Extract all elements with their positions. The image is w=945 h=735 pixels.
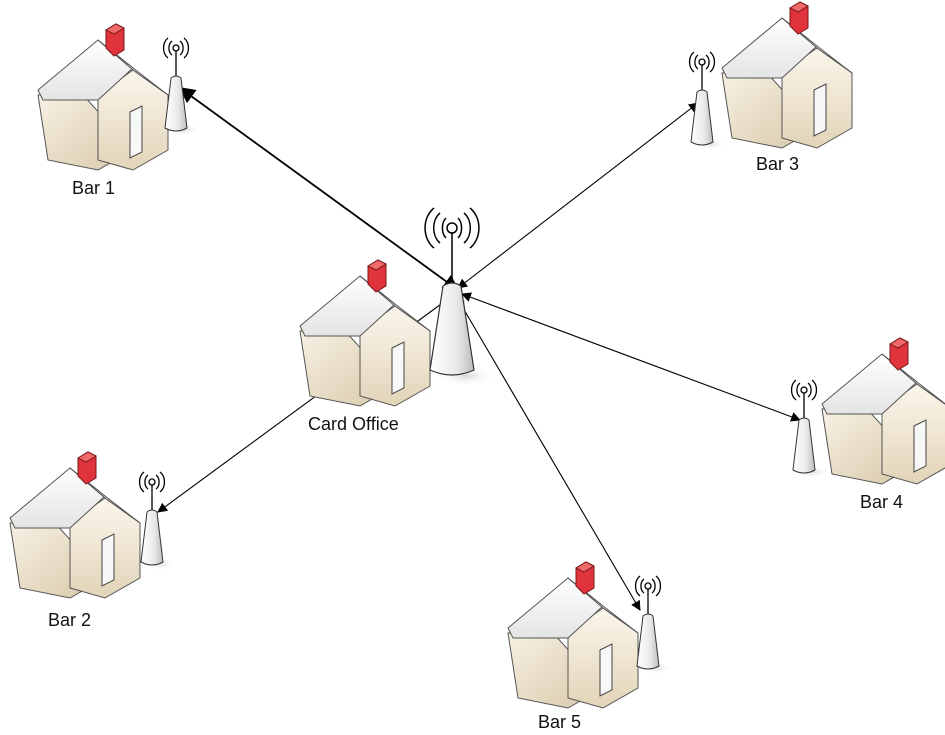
label-bar1: Bar 1: [72, 178, 116, 198]
label-bar3: Bar 3: [756, 154, 800, 174]
house-icon: [721, 1, 863, 149]
house-icon: [507, 561, 649, 709]
house-icon: [821, 337, 945, 485]
link-hub-bar5: [455, 295, 641, 611]
node-bar5: [507, 561, 673, 709]
label-bar5: Bar 5: [538, 712, 582, 732]
house-icon: [299, 259, 441, 407]
label-bar2: Bar 2: [48, 610, 92, 630]
link-hub-bar3: [457, 102, 699, 289]
node-bar4: [790, 337, 945, 485]
node-bar2: [9, 451, 177, 599]
node-bar1: [37, 23, 201, 171]
radio-tower-icon: [688, 51, 727, 151]
label-bar4: Bar 4: [860, 492, 904, 512]
radio-tower-icon: [162, 37, 201, 137]
radio-tower-icon: [790, 379, 829, 479]
links: [157, 87, 801, 611]
label-hub: Card Office: [308, 414, 399, 434]
radio-tower-icon: [138, 471, 177, 571]
link-hub-bar1: [178, 87, 460, 291]
radio-tower-icon: [634, 575, 673, 675]
house-icon: [9, 451, 151, 599]
link-hub-bar4: [461, 292, 801, 422]
house-icon: [37, 23, 179, 171]
node-hub: [299, 207, 497, 407]
radio-tower-icon: [424, 207, 497, 387]
node-bar3: [688, 1, 863, 151]
